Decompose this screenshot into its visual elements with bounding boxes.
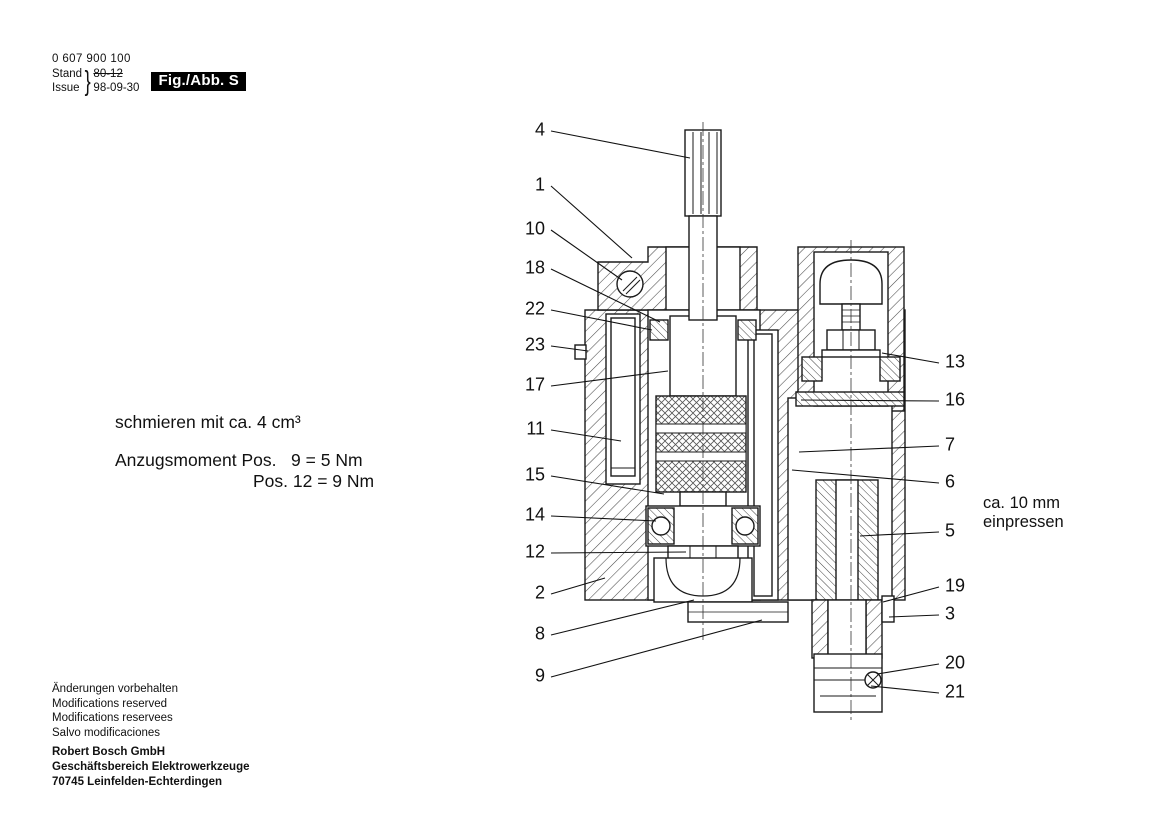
- part-callout-3: 3: [945, 603, 956, 624]
- part-callout-12: 12: [524, 541, 545, 562]
- company-name: Robert Bosch GmbH: [52, 746, 166, 759]
- leader-line-3: [888, 614, 940, 618]
- torque-note-line2: Pos. 12 = 9 Nm: [253, 471, 375, 491]
- brace-glyph: }: [84, 65, 91, 96]
- leader-line-18: [550, 268, 661, 323]
- leader-line-13: [881, 352, 940, 364]
- issue-value: 98-09-30: [93, 82, 140, 94]
- leader-line-12: [550, 551, 687, 554]
- part-callout-20: 20: [945, 652, 966, 673]
- part-callout-10: 10: [524, 218, 545, 239]
- torque-note-line1: Anzugsmoment Pos. 9 = 5 Nm: [115, 450, 363, 470]
- part-callout-5: 5: [945, 520, 956, 541]
- company-address: 70745 Leinfelden-Echterdingen: [52, 775, 222, 788]
- part-callout-13: 13: [945, 351, 966, 372]
- leader-line-20: [876, 663, 940, 675]
- stand-value: 80-12: [93, 68, 123, 80]
- part-callout-21: 21: [945, 681, 966, 702]
- leader-line-21: [870, 685, 940, 694]
- document-part-number: 0 607 900 100: [52, 53, 131, 65]
- leader-line-19: [882, 586, 940, 603]
- stand-label: Stand: [52, 68, 83, 80]
- part-callout-1: 1: [534, 174, 545, 195]
- part-callout-9: 9: [534, 665, 545, 686]
- part-callout-18: 18: [524, 257, 545, 278]
- press-in-note: ca. 10 mm einpressen: [983, 494, 1064, 532]
- leader-line-4: [550, 130, 691, 159]
- press-in-note-line1: ca. 10 mm: [983, 494, 1061, 512]
- leader-line-1: [550, 185, 633, 259]
- leader-line-22: [550, 309, 653, 331]
- part-callout-16: 16: [945, 389, 966, 410]
- footer-line-de: Änderungen vorbehalten: [52, 683, 178, 695]
- footer-line-en: Modifications reserved: [52, 697, 168, 710]
- part-callout-11: 11: [526, 418, 545, 439]
- part-callout-17: 17: [524, 374, 545, 395]
- footer-block: Änderungen vorbehalten Modifications res…: [52, 682, 250, 789]
- header-block: 0 607 900 100 Stand Issue } 80-12 98-09-…: [52, 52, 246, 95]
- issue-label: Issue: [52, 82, 80, 94]
- part-callout-2: 2: [534, 582, 545, 603]
- part-callout-8: 8: [534, 623, 545, 644]
- leader-line-9: [550, 619, 763, 678]
- footer-line-fr: Modifications reservees: [52, 712, 173, 725]
- leader-line-6: [791, 469, 940, 484]
- part-callout-23: 23: [524, 334, 545, 355]
- leader-line-16: [800, 399, 940, 402]
- part-callout-14: 14: [524, 504, 545, 525]
- leader-line-5: [859, 531, 940, 537]
- leader-line-10: [550, 229, 623, 281]
- part-callout-7: 7: [945, 434, 956, 455]
- leader-line-11: [550, 429, 622, 442]
- part-callout-19: 19: [945, 575, 966, 596]
- centerlines: [702, 122, 852, 722]
- lubrication-note: schmieren mit ca. 4 cm³: [115, 412, 301, 432]
- footer-line-es: Salvo modificaciones: [52, 726, 161, 739]
- leader-line-23: [550, 345, 589, 352]
- figure-badge: Fig./Abb. S: [151, 71, 246, 91]
- part-callout-22: 22: [524, 298, 545, 319]
- torque-note: Anzugsmoment Pos. 9 = 5 Nm Pos. 12 = 9 N…: [115, 450, 374, 492]
- part-callout-6: 6: [945, 471, 956, 492]
- press-in-note-line2: einpressen: [983, 513, 1064, 531]
- part-callout-4: 4: [534, 119, 545, 140]
- part-callout-15: 15: [524, 464, 545, 485]
- company-division: Geschäftsbereich Elektrowerkzeuge: [52, 760, 250, 773]
- leader-line-17: [550, 370, 669, 387]
- leader-line-15: [550, 475, 665, 495]
- leader-line-2: [550, 577, 606, 595]
- leader-line-7: [798, 445, 940, 453]
- leader-line-14: [550, 515, 657, 522]
- leader-line-8: [550, 599, 695, 636]
